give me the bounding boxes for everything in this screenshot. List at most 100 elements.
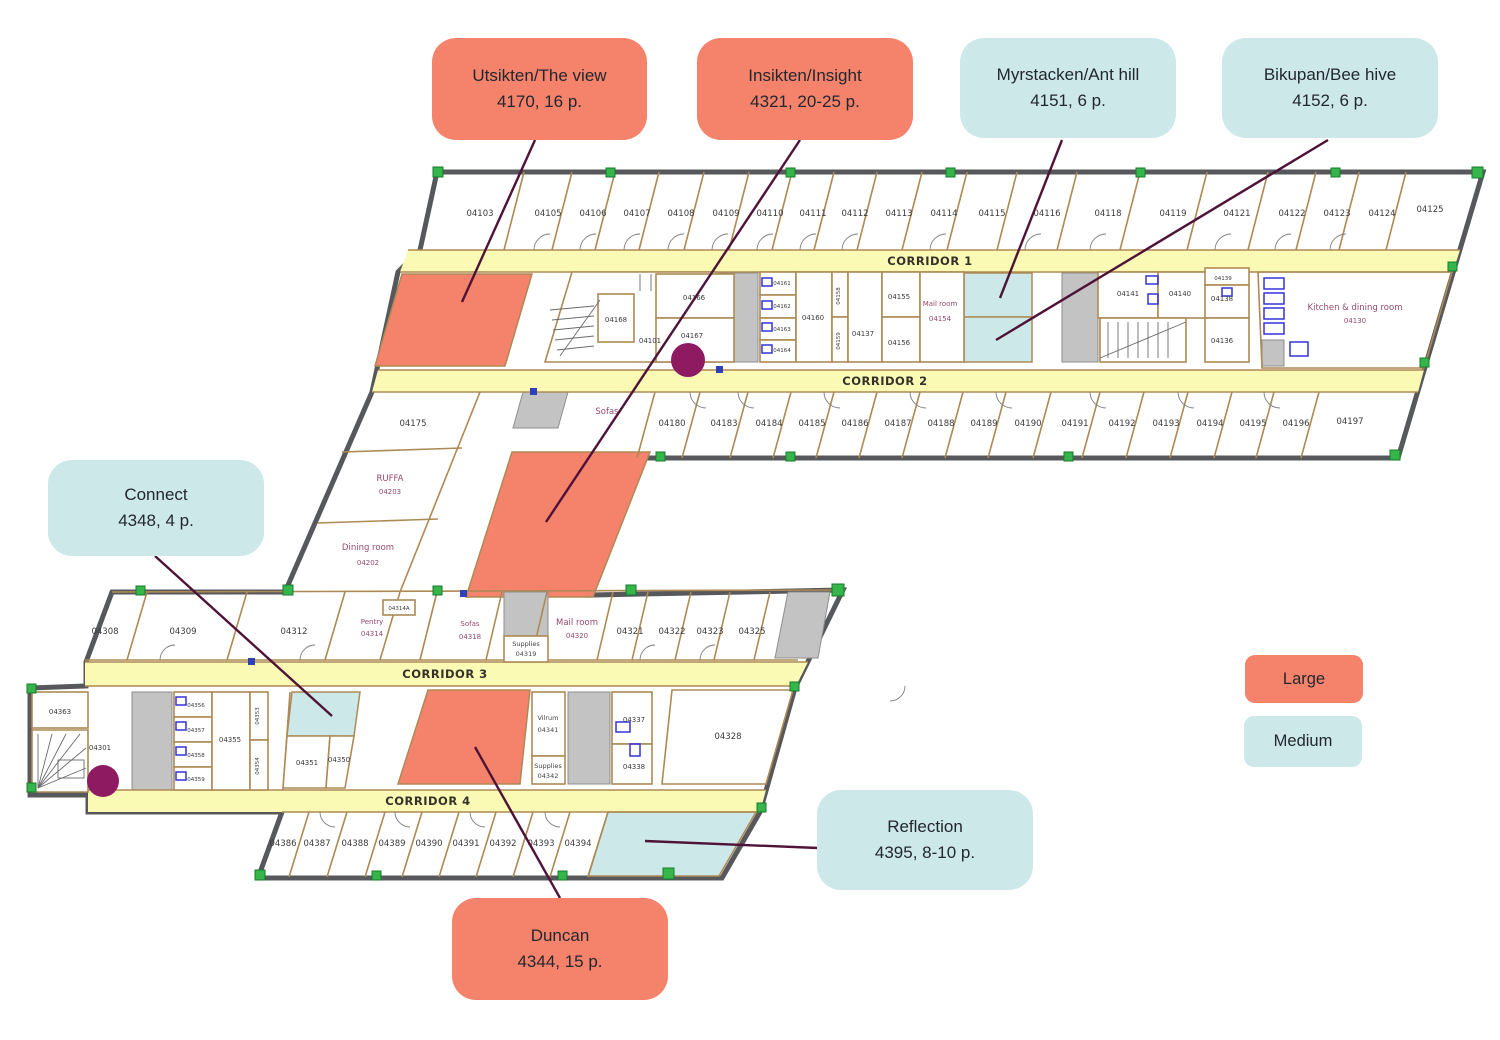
corridor-4-area (88, 790, 766, 812)
svg-text:Supplies: Supplies (512, 640, 540, 648)
svg-text:04351: 04351 (296, 759, 318, 767)
corridor-1-area (400, 250, 1460, 272)
corridors: CORRIDOR 1 CORRIDOR 2 CORRIDOR 3 CORRIDO… (85, 250, 1460, 812)
svg-text:04167: 04167 (681, 332, 703, 340)
svg-text:04161: 04161 (773, 281, 791, 287)
svg-text:04328: 04328 (714, 732, 741, 742)
svg-text:04203: 04203 (379, 488, 401, 496)
highlighted-rooms (286, 272, 1033, 877)
core-rooms (543, 267, 1454, 369)
svg-text:04185: 04185 (798, 419, 825, 429)
svg-text:04359: 04359 (187, 777, 205, 783)
svg-text:04186: 04186 (841, 419, 868, 429)
svg-text:04191: 04191 (1061, 419, 1088, 429)
callout-insikten-name: Insikten/Insight (748, 65, 862, 85)
svg-text:04301: 04301 (89, 744, 111, 752)
stairs-right-core (1099, 321, 1187, 359)
svg-text:04187: 04187 (884, 419, 911, 429)
svg-text:04393: 04393 (527, 839, 554, 849)
callout-connect: Connect 4348, 4 p. (48, 460, 264, 556)
legend-large-label: Large (1282, 669, 1326, 688)
svg-text:Mail room: Mail room (556, 618, 598, 628)
svg-text:04325: 04325 (738, 627, 765, 637)
svg-text:04159: 04159 (836, 332, 842, 350)
callout-utsikten: Utsikten/The view 4170, 16 p. (432, 38, 647, 140)
svg-text:04122: 04122 (1278, 209, 1305, 219)
callout-bikupan: Bikupan/Bee hive 4152, 6 p. (1222, 38, 1438, 138)
callout-myrstacken-detail: 4151, 6 p. (1030, 91, 1106, 110)
svg-text:04354: 04354 (255, 757, 261, 775)
svg-text:Sofas: Sofas (595, 407, 619, 417)
svg-text:04195: 04195 (1239, 419, 1266, 429)
svg-text:Sofas: Sofas (460, 620, 479, 628)
svg-text:04139: 04139 (1214, 276, 1232, 282)
utsikten-room-area (373, 273, 534, 367)
svg-text:04350: 04350 (328, 756, 350, 764)
svg-text:04197: 04197 (1336, 417, 1363, 427)
svg-text:04137: 04137 (852, 330, 874, 338)
svg-text:04391: 04391 (452, 839, 479, 849)
callout-duncan: Duncan 4344, 15 p. (452, 898, 668, 1000)
svg-text:04388: 04388 (341, 839, 368, 849)
svg-text:04156: 04156 (888, 339, 911, 347)
facade-markers (26, 166, 1484, 881)
svg-text:04101: 04101 (639, 337, 661, 345)
svg-text:04314: 04314 (361, 630, 384, 638)
svg-text:04154: 04154 (929, 315, 952, 323)
svg-text:04121: 04121 (1223, 209, 1250, 219)
svg-text:04115: 04115 (978, 209, 1005, 219)
svg-text:Dining room: Dining room (342, 543, 394, 553)
svg-text:RUFFA: RUFFA (377, 474, 404, 484)
svg-text:04356: 04356 (187, 703, 205, 709)
svg-text:04389: 04389 (378, 839, 405, 849)
svg-text:04109: 04109 (712, 209, 739, 219)
svg-text:04164: 04164 (773, 348, 791, 354)
location-marker-dot (671, 343, 705, 377)
svg-text:04162: 04162 (773, 304, 791, 310)
callout-reflection-name: Reflection (887, 816, 963, 836)
svg-text:04309: 04309 (169, 627, 196, 637)
connect-room-area (286, 691, 361, 737)
location-marker-dot (87, 765, 119, 797)
callout-duncan-detail: 4344, 15 p. (517, 952, 603, 971)
svg-text:04386: 04386 (269, 839, 296, 849)
legend-medium-label: Medium (1273, 732, 1333, 750)
svg-text:04124: 04124 (1368, 209, 1395, 219)
svg-text:04116: 04116 (1033, 209, 1060, 219)
svg-text:04338: 04338 (623, 763, 645, 771)
callout-connect-name: Connect (124, 484, 188, 504)
svg-text:04188: 04188 (927, 419, 954, 429)
svg-text:04323: 04323 (696, 627, 723, 637)
svg-text:04118: 04118 (1094, 209, 1121, 219)
svg-text:04320: 04320 (566, 632, 588, 640)
svg-text:04322: 04322 (658, 627, 685, 637)
insikten-room-area (464, 451, 652, 598)
svg-text:Mail room: Mail room (923, 300, 958, 308)
svg-text:04202: 04202 (357, 559, 379, 567)
svg-text:04194: 04194 (1196, 419, 1223, 429)
svg-text:04337: 04337 (623, 716, 645, 724)
svg-text:04314A: 04314A (388, 606, 409, 612)
svg-text:04184: 04184 (755, 419, 782, 429)
svg-text:04111: 04111 (799, 209, 826, 219)
callout-duncan-name: Duncan (530, 925, 590, 945)
svg-text:04190: 04190 (1014, 419, 1041, 429)
svg-text:04155: 04155 (888, 293, 910, 301)
duncan-room-area (396, 689, 531, 785)
svg-text:04114: 04114 (930, 209, 957, 219)
stairs-lower-wing (37, 733, 87, 789)
svg-text:04108: 04108 (667, 209, 694, 219)
svg-text:04319: 04319 (516, 650, 537, 658)
door-arcs (159, 233, 1347, 828)
svg-text:04353: 04353 (255, 707, 261, 725)
svg-text:04390: 04390 (415, 839, 442, 849)
svg-text:04358: 04358 (187, 753, 205, 759)
svg-text:04158: 04158 (836, 287, 842, 305)
svg-text:04107: 04107 (623, 209, 650, 219)
callout-myrstacken-name: Myrstacken/Ant hill (996, 64, 1140, 84)
svg-text:04103: 04103 (466, 209, 493, 219)
svg-text:04392: 04392 (489, 839, 516, 849)
kitchen-shelving (1263, 277, 1309, 357)
corridor-3-area (85, 662, 808, 686)
svg-text:04192: 04192 (1108, 419, 1135, 429)
